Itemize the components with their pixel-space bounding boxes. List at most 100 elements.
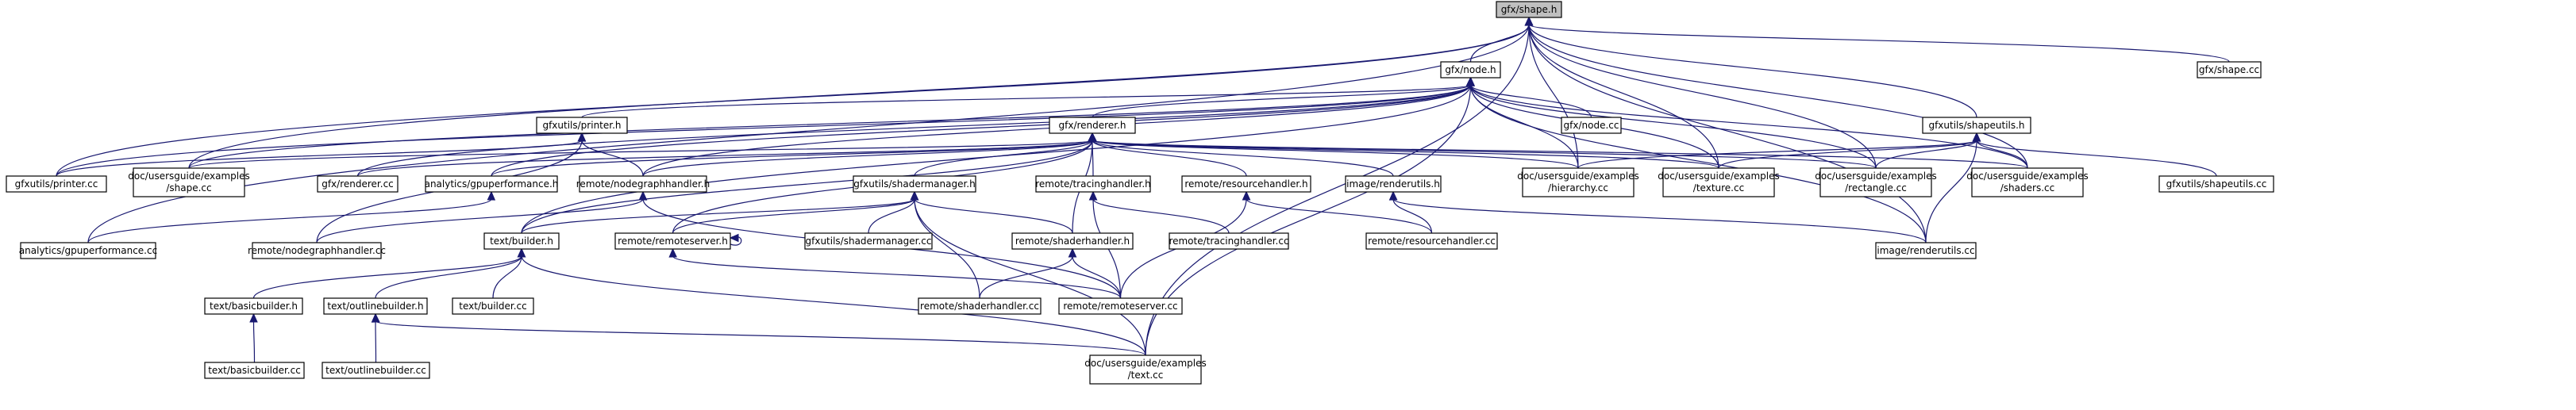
node-shadermgr-cc[interactable]: gfxutils/shadermanager.cc — [804, 232, 933, 250]
node-tracing-h[interactable]: remote/tracinghandler.h — [1035, 175, 1151, 193]
node-box — [1922, 117, 2031, 134]
edge-line — [491, 140, 1093, 177]
node-label: text/basicbuilder.h — [210, 301, 298, 312]
edge-line — [1392, 198, 1433, 234]
edge-line — [1092, 140, 1579, 169]
arrowhead — [668, 247, 677, 258]
edge-line — [1925, 140, 1977, 243]
node-label: image/renderutils.cc — [1877, 245, 1974, 256]
node-ex-shape[interactable]: doc/usersguide/examples/shape.cc — [128, 167, 250, 197]
node-box — [204, 362, 305, 379]
edge-line — [642, 140, 1093, 177]
node-label: /shaders.cc — [2000, 182, 2054, 194]
node-box — [1169, 232, 1289, 250]
node-builder-h[interactable]: text/builder.h — [483, 232, 560, 250]
node-ex-hierarchy[interactable]: doc/usersguide/examples/hierarchy.cc — [1517, 167, 1639, 197]
node-renderutils-h[interactable]: image/renderutils.h — [1345, 175, 1442, 193]
node-resource-cc[interactable]: remote/resourcehandler.cc — [1365, 232, 1498, 250]
node-shape-h[interactable]: gfx/shape.h — [1496, 1, 1562, 18]
node-tracing-cc[interactable]: remote/tracinghandler.cc — [1169, 232, 1289, 250]
node-ex-texture[interactable]: doc/usersguide/examples/texture.cc — [1658, 167, 1780, 197]
node-label: text/outlinebuilder.h — [327, 301, 423, 312]
node-label: /rectangle.cc — [1845, 182, 1907, 194]
edge-line — [252, 255, 522, 299]
node-basicbuilder-cc[interactable]: text/basicbuilder.cc — [204, 362, 305, 379]
edge-renderutils-h-to-renderutils-cc — [1388, 190, 1927, 243]
node-node-h[interactable]: gfx/node.h — [1440, 61, 1501, 79]
edge-line — [1528, 24, 2230, 63]
edge-outlinebuilder-h-to-ex-text — [372, 312, 1146, 356]
edge-node-h-to-printer-h — [581, 76, 1475, 118]
node-box — [1496, 1, 1562, 18]
edge-line — [87, 198, 492, 243]
node-gpuperf-h[interactable]: analytics/gpuperformance.h — [425, 175, 559, 193]
arrowhead — [249, 312, 258, 323]
edge-shape-h-to-ex-rectangle — [1524, 16, 1877, 169]
edge-shape-h-to-node-h — [1469, 16, 1534, 63]
arrowhead — [577, 132, 587, 142]
arrowhead — [1068, 247, 1077, 258]
node-label: gfxutils/shapeutils.cc — [2166, 178, 2267, 190]
edge-renderer-h-to-ex-texture — [1088, 132, 1719, 169]
node-outlinebuilder-h[interactable]: text/outlinebuilder.h — [323, 297, 428, 315]
node-node-cc[interactable]: gfx/node.cc — [1561, 117, 1622, 134]
arrowhead — [372, 312, 380, 323]
node-remoteserver-cc[interactable]: remote/remoteserver.cc — [1058, 297, 1183, 315]
node-nodegraph-h[interactable]: remote/nodegraphhandler.h — [576, 175, 710, 193]
edge-line — [492, 255, 522, 299]
arrowhead — [1388, 190, 1398, 201]
edge-builder-h-to-ex-text — [517, 247, 1146, 356]
node-nodegraph-cc[interactable]: remote/nodegraphhandler.cc — [248, 242, 386, 259]
node-label: doc/usersguide/examples — [1084, 358, 1207, 369]
node-ex-rectangle[interactable]: doc/usersguide/examples/rectangle.cc — [1815, 167, 1937, 197]
node-builder-cc[interactable]: text/builder.cc — [452, 297, 534, 315]
edge-line — [56, 24, 1530, 177]
edge-gpuperf-h-to-gpuperf-cc — [87, 190, 496, 243]
node-box — [1011, 232, 1134, 250]
node-box — [536, 117, 628, 134]
node-shaderhandler-cc[interactable]: remote/shaderhandler.cc — [918, 297, 1042, 315]
node-basicbuilder-h[interactable]: text/basicbuilder.h — [204, 297, 303, 315]
node-box — [1561, 117, 1622, 134]
edge-line — [1976, 140, 2217, 177]
node-box — [1345, 175, 1442, 193]
edge-layer — [56, 16, 2230, 363]
edge-line — [491, 84, 1471, 177]
node-label: remote/shaderhandler.cc — [920, 301, 1039, 312]
node-resource-h[interactable]: remote/resourcehandler.h — [1181, 175, 1311, 193]
edge-line — [1875, 140, 1977, 169]
node-box — [1089, 354, 1202, 385]
node-box — [1971, 167, 2084, 197]
node-shapeutils-cc[interactable]: gfxutils/shapeutils.cc — [2158, 175, 2274, 193]
node-label: remote/nodegraphhandler.h — [576, 178, 710, 190]
node-box — [579, 175, 707, 193]
node-box — [6, 175, 107, 193]
edge-line — [188, 24, 1530, 169]
node-label: analytics/gpuperformance.cc — [19, 245, 157, 256]
node-printer-cc[interactable]: gfxutils/printer.cc — [6, 175, 107, 193]
edge-shape-h-to-gpuperf-cc — [87, 16, 1534, 243]
node-label: analytics/gpuperformance.h — [425, 178, 559, 190]
node-outlinebuilder-cc[interactable]: text/outlinebuilder.cc — [322, 362, 430, 379]
node-shadermgr-h[interactable]: gfxutils/shadermanager.h — [853, 175, 976, 193]
node-printer-h[interactable]: gfxutils/printer.h — [536, 117, 628, 134]
node-shape-cc[interactable]: gfx/shape.cc — [2197, 61, 2262, 79]
node-label: gfx/shape.h — [1501, 4, 1558, 15]
arrowhead — [1088, 132, 1097, 142]
node-shaderhandler-h[interactable]: remote/shaderhandler.h — [1011, 232, 1134, 250]
node-gpuperf-cc[interactable]: analytics/gpuperformance.cc — [19, 242, 157, 259]
edge-line — [87, 24, 1530, 243]
node-shapeutils-h[interactable]: gfxutils/shapeutils.h — [1922, 117, 2031, 134]
edge-line — [188, 84, 1471, 169]
node-box — [2197, 61, 2262, 79]
node-ex-text[interactable]: doc/usersguide/examples/text.cc — [1084, 354, 1207, 385]
edge-shape-h-to-shapeutils-h — [1524, 16, 1977, 118]
node-renderutils-cc[interactable]: image/renderutils.cc — [1875, 242, 1977, 259]
node-remoteserver-h[interactable]: remote/remoteserver.h — [614, 232, 731, 250]
node-ex-shaders[interactable]: doc/usersguide/examples/shaders.cc — [1966, 167, 2089, 197]
node-renderer-h[interactable]: gfx/renderer.h — [1049, 117, 1136, 134]
node-label: remote/remoteserver.cc — [1063, 301, 1177, 312]
edge-line — [1092, 140, 1247, 177]
node-renderer-cc[interactable]: gfx/renderer.cc — [317, 175, 399, 193]
